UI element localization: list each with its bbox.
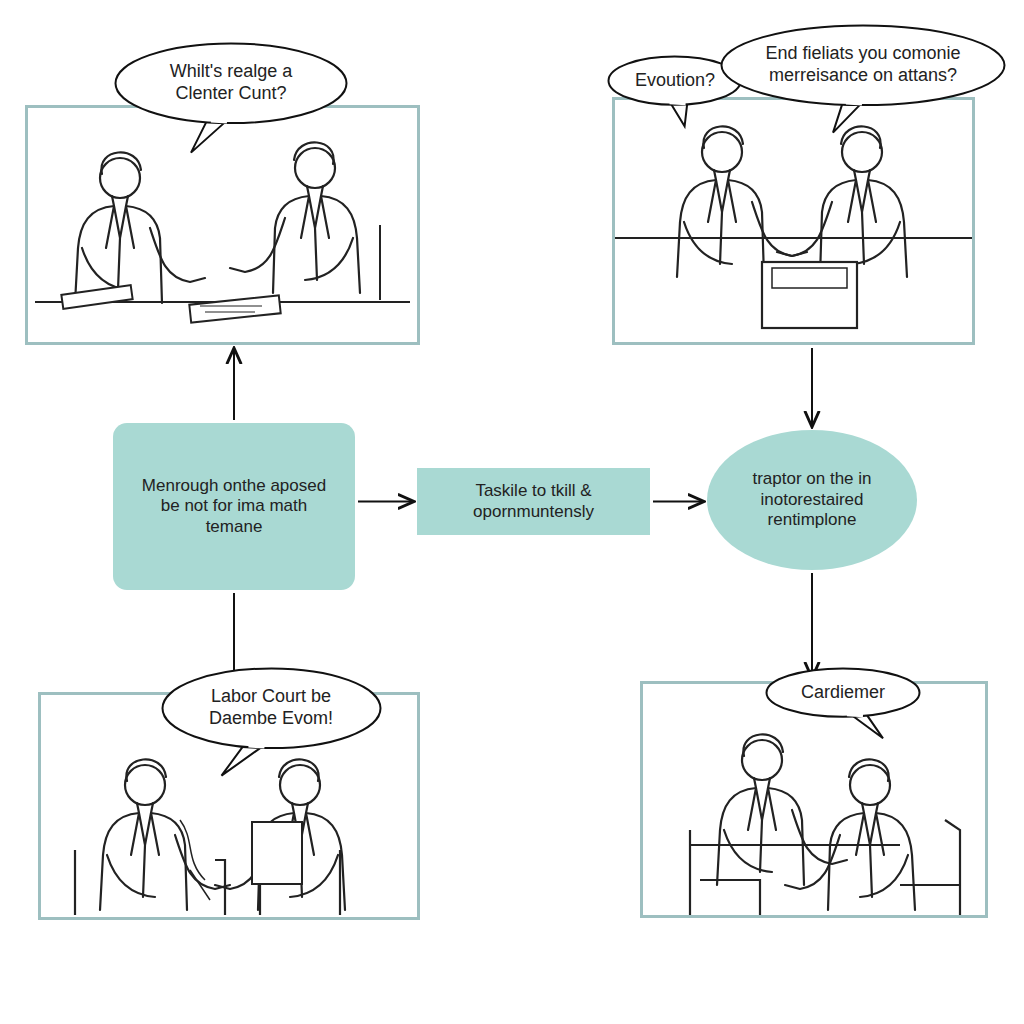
process-box: Menrough onthe aposed be not for ima mat… (113, 423, 355, 590)
speech-text: End fieliats you comonie merreisance on … (763, 43, 963, 86)
speech-bubble: End fieliats you comonie merreisance on … (720, 24, 1006, 107)
flow-arrow (653, 501, 704, 503)
bubble-ellipse (116, 43, 347, 123)
speech-text: Labor Court be Daembe Evom! (196, 686, 346, 729)
process-ellipse: traptor on the in inotorestaired rentimp… (707, 430, 917, 570)
speech-bubble: Cardiemer (765, 667, 921, 718)
flow-arrow (358, 501, 414, 503)
bubble-join (846, 102, 862, 103)
bubble-ellipse (767, 669, 920, 717)
ellipse-fill (707, 430, 917, 570)
meeting-scene (615, 126, 972, 328)
flow-arrow (811, 348, 813, 427)
meeting-scene (690, 734, 960, 915)
speech-text: Evoution? (633, 70, 717, 92)
bubble-join (670, 103, 686, 104)
speech-bubble: Whilt's realge a Clenter Cunt? (114, 42, 348, 125)
node-text: Menrough onthe aposed be not for ima mat… (134, 476, 334, 537)
node-text: Taskile to tkill & opornmuntensly (434, 481, 634, 522)
bubble-ellipse (162, 668, 380, 748)
flow-arrow (811, 573, 813, 678)
bubble-join (847, 715, 863, 716)
scene-panel: Labor Court be Daembe Evom! (38, 692, 420, 920)
scene-panel: Evoution?End fieliats you comonie merrei… (612, 97, 975, 345)
bubble-tail (668, 99, 688, 127)
bubble-ellipse (722, 25, 1005, 105)
meeting-scene (75, 759, 345, 915)
scene-panel: Cardiemer (640, 681, 988, 918)
process-box: Taskile to tkill & opornmuntensly (417, 468, 650, 535)
speech-text: Whilt's realge a Clenter Cunt? (151, 61, 311, 104)
bubble-join (248, 745, 264, 746)
speech-text: Cardiemer (793, 682, 893, 704)
flow-arrow (233, 348, 235, 420)
meeting-scene (35, 142, 410, 322)
bubble-join (211, 120, 227, 121)
scene-panel: Whilt's realge a Clenter Cunt? (25, 105, 420, 345)
node-text: traptor on the in inotorestaired rentimp… (737, 469, 887, 530)
speech-bubble: Labor Court be Daembe Evom! (161, 667, 382, 750)
